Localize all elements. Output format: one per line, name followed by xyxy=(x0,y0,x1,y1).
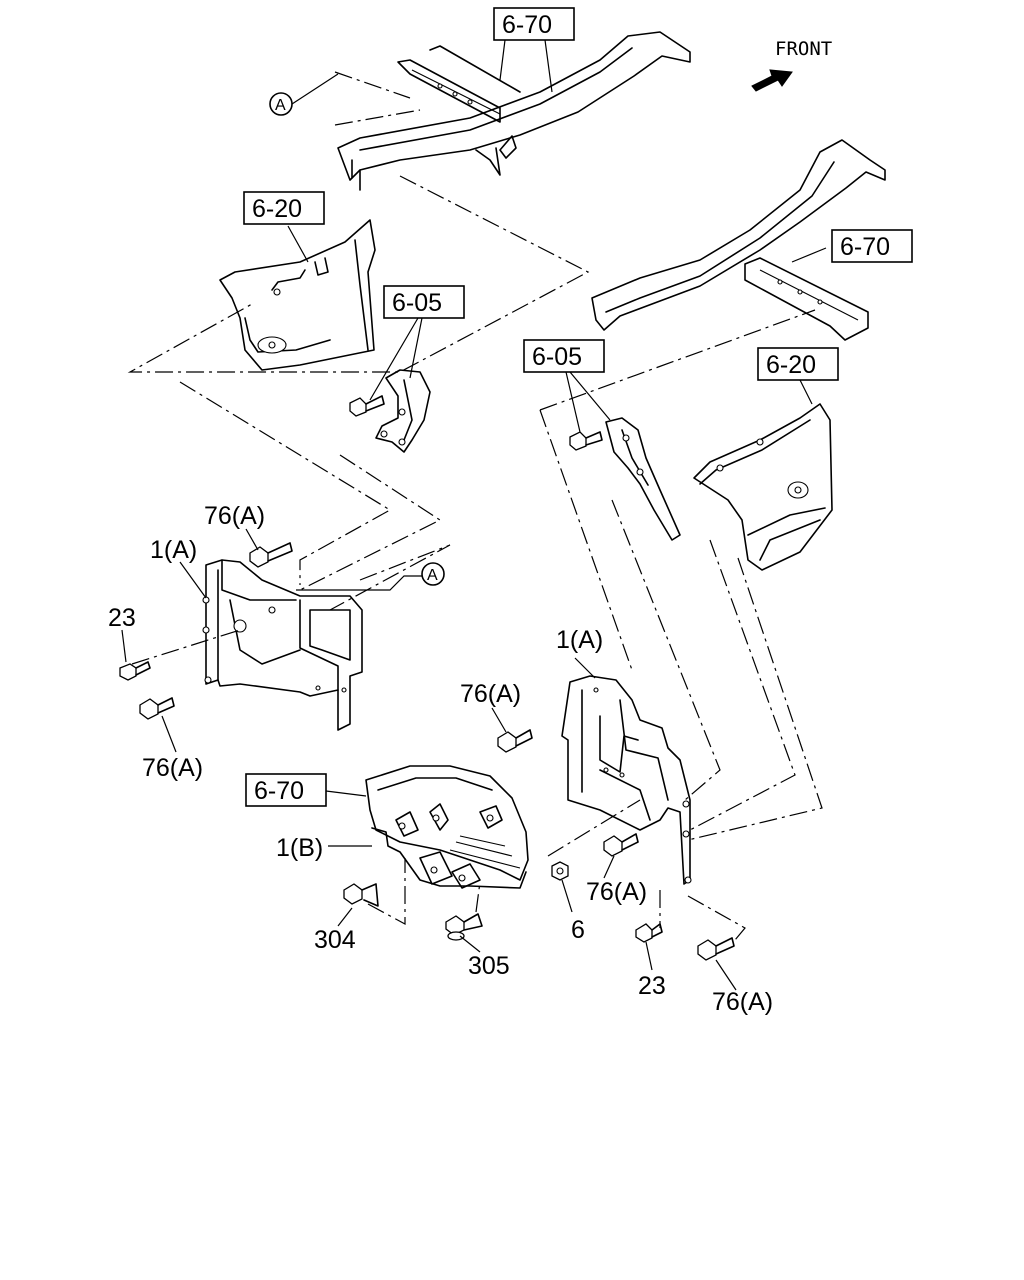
bracket-1a-left xyxy=(202,559,363,731)
svg-text:6-20: 6-20 xyxy=(252,195,302,223)
ref-box-6-70-bottom: 6-70 xyxy=(245,773,327,807)
frame-rail-right xyxy=(591,139,886,341)
ref-box-6-05-right: 6-05 xyxy=(523,339,605,373)
fastener-23-left xyxy=(119,661,151,681)
label-304: 304 xyxy=(314,926,356,954)
callout-a-mid: A xyxy=(421,562,445,586)
svg-text:6-05: 6-05 xyxy=(392,289,442,317)
label-305: 305 xyxy=(468,952,510,980)
label-23-left: 23 xyxy=(108,604,136,632)
callout-a-top: A xyxy=(269,92,293,116)
fastener-76a-mid-right xyxy=(497,729,533,753)
label-76a-upper-left: 76(A) xyxy=(204,502,265,530)
front-label: FRONT xyxy=(775,38,832,60)
front-indicator: FRONT xyxy=(751,38,832,92)
svg-text:A: A xyxy=(275,97,286,114)
inner-panel-left xyxy=(219,219,376,371)
front-arrow-icon xyxy=(751,69,793,92)
svg-text:6-70: 6-70 xyxy=(254,777,304,805)
leader-lines xyxy=(121,39,827,991)
svg-text:6-05: 6-05 xyxy=(532,343,582,371)
label-23-right: 23 xyxy=(638,972,666,1000)
fastener-76a-lower-left xyxy=(139,697,175,720)
ref-box-6-20-left: 6-20 xyxy=(243,191,325,225)
fender-assembly xyxy=(365,765,529,889)
nut-6 xyxy=(551,861,569,881)
fastener-76a-lower-mid xyxy=(603,833,639,857)
ref-box-6-70-top: 6-70 xyxy=(493,7,575,41)
label-76a-bottom-right: 76(A) xyxy=(712,988,773,1016)
fastener-304 xyxy=(343,883,379,907)
label-76a-lower-mid: 76(A) xyxy=(586,878,647,906)
bracket-1a-right xyxy=(561,675,692,885)
svg-text:6-20: 6-20 xyxy=(766,351,816,379)
bracket-left-6-05 xyxy=(349,369,431,453)
ref-box-6-70-right: 6-70 xyxy=(831,229,913,263)
fastener-23-right xyxy=(635,923,663,943)
label-76a-mid-right: 76(A) xyxy=(460,680,521,708)
svg-text:6-70: 6-70 xyxy=(502,11,552,39)
label-76a-lower-left: 76(A) xyxy=(142,754,203,782)
ref-box-6-05-left: 6-05 xyxy=(383,285,465,319)
fastener-76a-upper-left xyxy=(249,542,293,568)
bolt-left-6-05 xyxy=(349,395,385,417)
frame-rail-upper xyxy=(337,31,691,191)
label-1a-left: 1(A) xyxy=(150,536,197,564)
label-6: 6 xyxy=(571,916,585,944)
fastener-76a-bottom-right xyxy=(697,937,735,961)
phantom-lines xyxy=(127,71,823,941)
svg-text:6-70: 6-70 xyxy=(840,233,890,261)
label-1b: 1(B) xyxy=(276,834,323,862)
inner-panel-right xyxy=(693,403,833,571)
svg-text:A: A xyxy=(427,567,438,584)
label-1a-right: 1(A) xyxy=(556,626,603,654)
bracket-right-6-05 xyxy=(569,417,681,541)
ref-box-6-20-right: 6-20 xyxy=(757,347,839,381)
fastener-305 xyxy=(445,913,483,941)
bolt-right-6-05 xyxy=(569,431,603,451)
